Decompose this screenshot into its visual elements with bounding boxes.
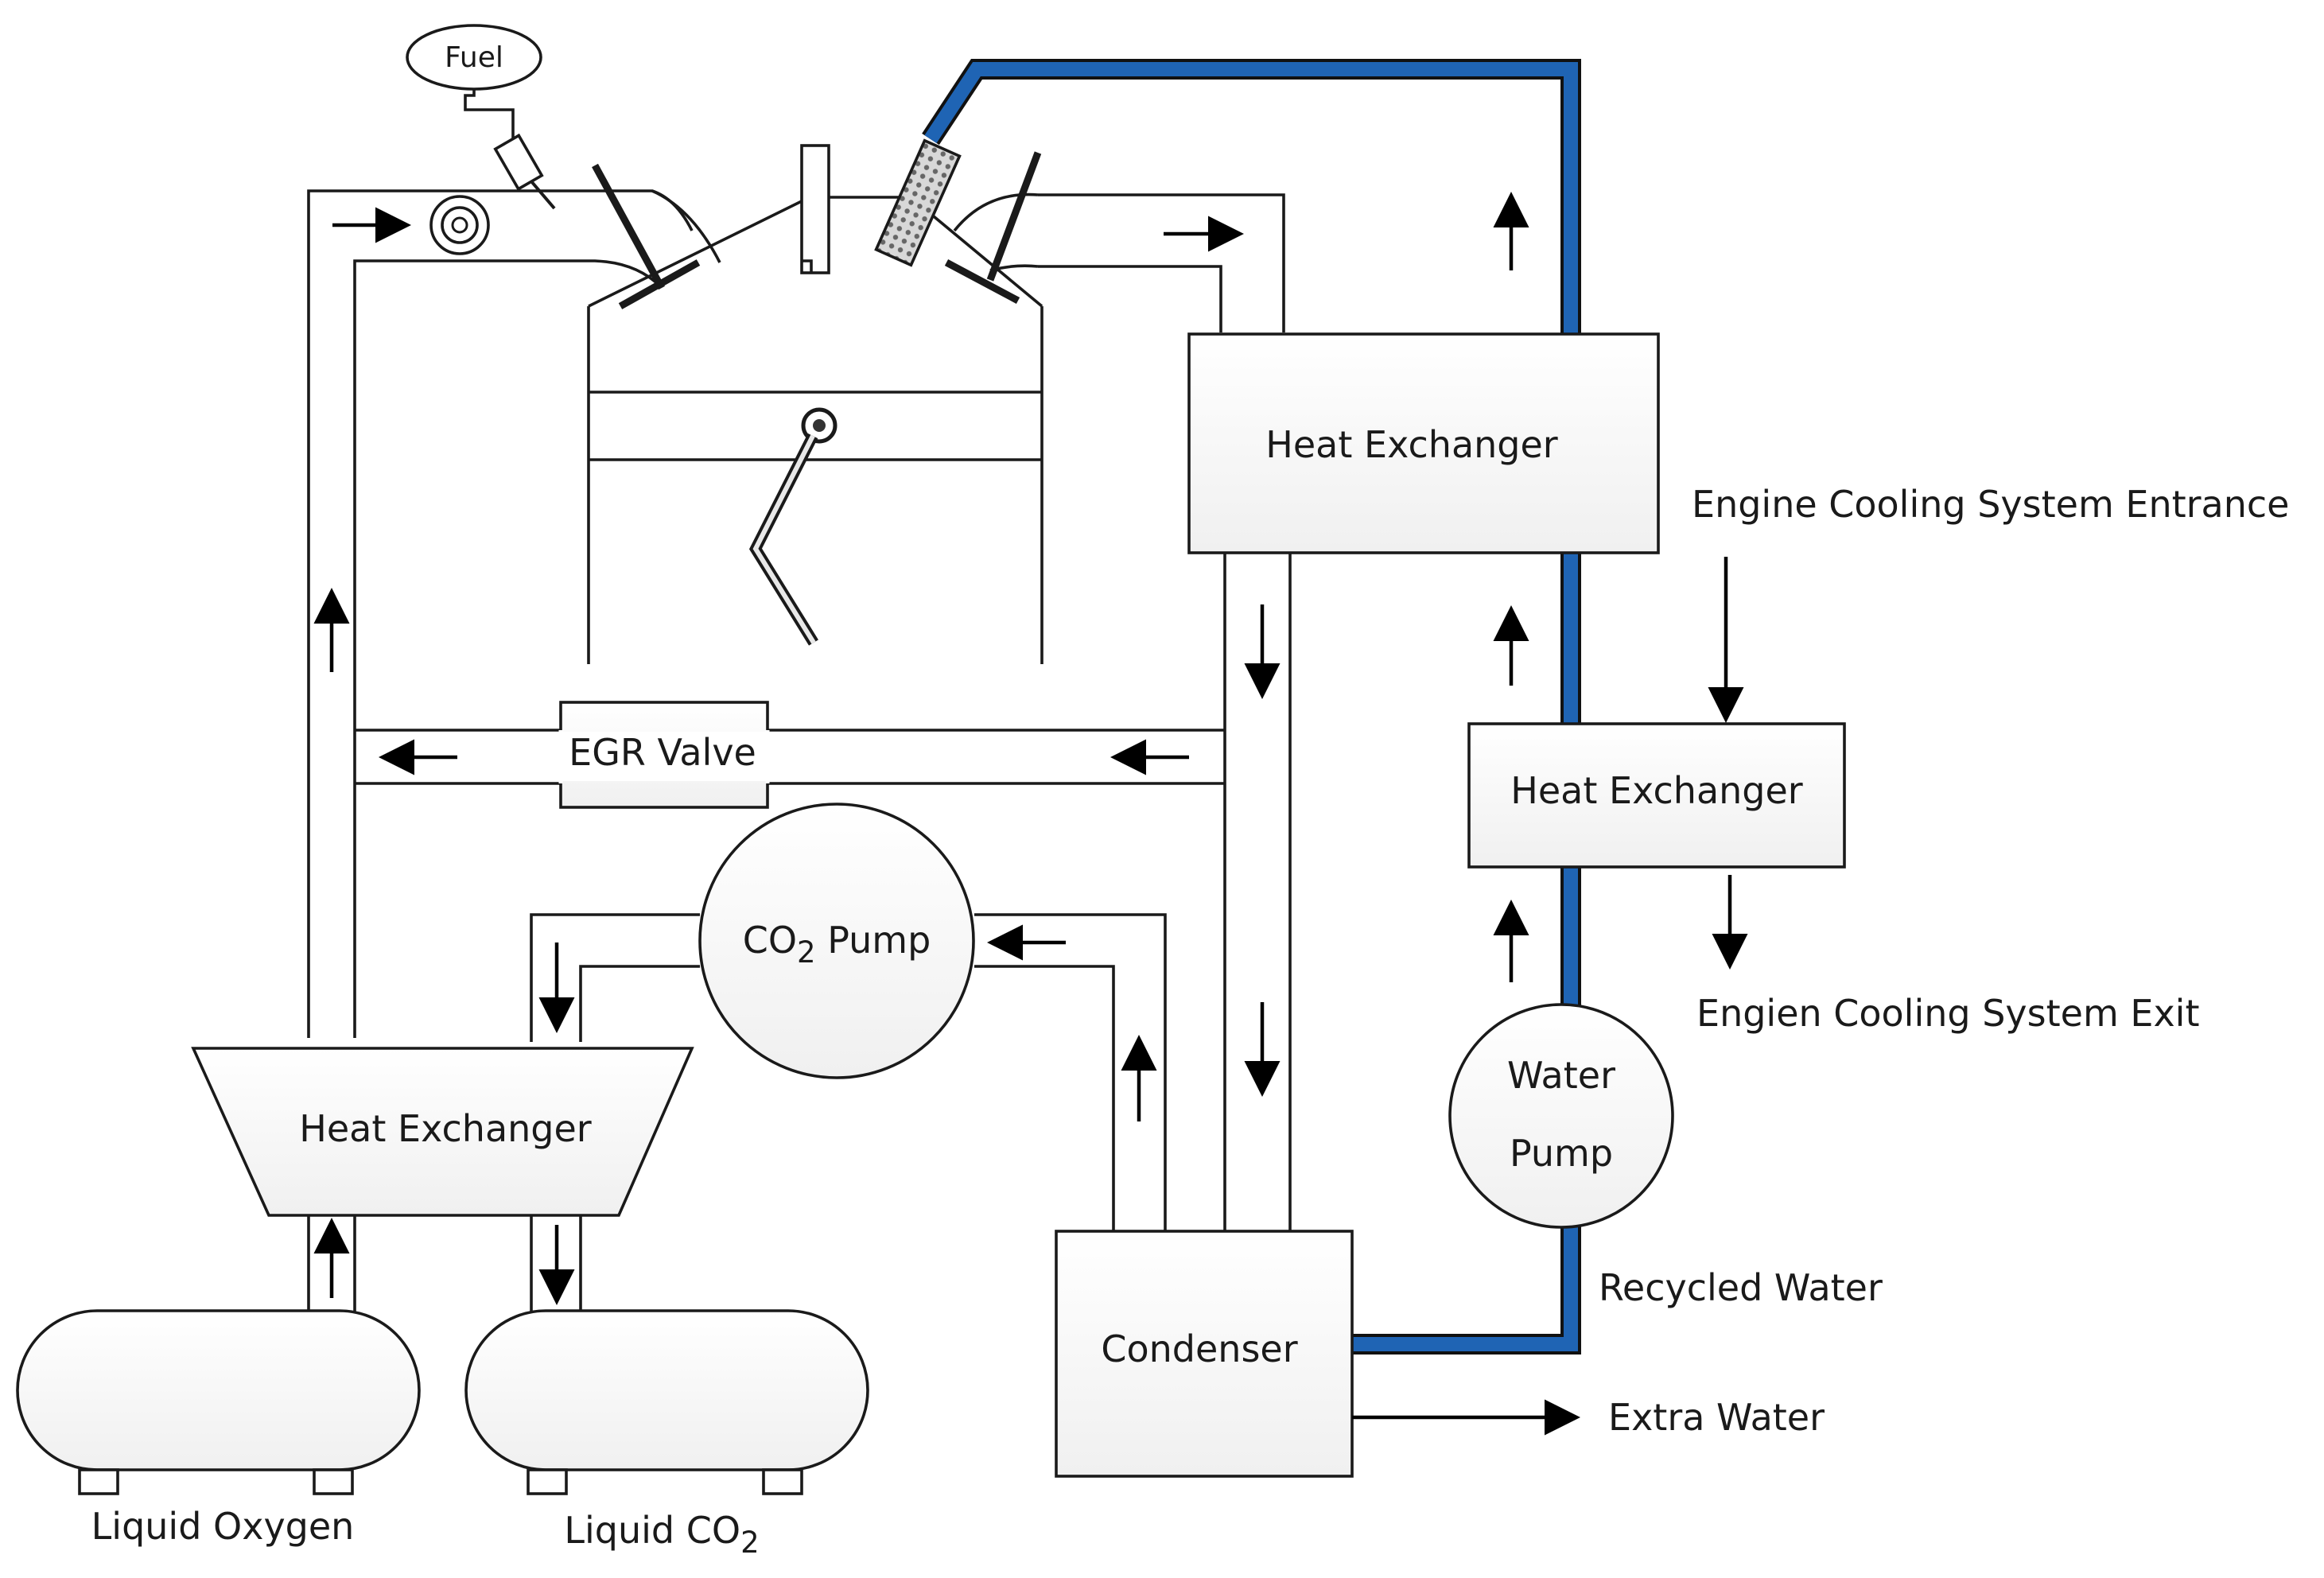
intake-valve-stem xyxy=(592,163,665,290)
fuel-injector-dotted xyxy=(874,138,962,267)
spark-plug xyxy=(800,144,830,274)
water-pump-label-2: Pump xyxy=(1510,1132,1613,1175)
egr-valve: EGR Valve xyxy=(558,701,770,809)
extra-water-label: Extra Water xyxy=(1608,1396,1825,1439)
fuel-label: Fuel xyxy=(445,41,503,74)
water-pump-label-1: Water xyxy=(1507,1054,1615,1097)
liquid-co2-tank: Liquid CO2 xyxy=(464,1309,869,1560)
engine-cooling-entrance-label: Engine Cooling System Entrance xyxy=(1692,483,2289,526)
exhaust-pipe xyxy=(953,192,1285,332)
condenser-label: Condenser xyxy=(1101,1327,1297,1370)
heat-exchanger-mid: Heat Exchanger xyxy=(1467,722,1846,869)
recycled-water-label: Recycled Water xyxy=(1599,1266,1883,1309)
co2-pipe xyxy=(530,913,1167,1231)
water-pump: Water Pump xyxy=(1448,1003,1674,1229)
co2-pump-label: CO2 Pump xyxy=(743,919,931,970)
heat-exchanger-bottom-label: Heat Exchanger xyxy=(299,1107,592,1150)
heat-exchanger-mid-label: Heat Exchanger xyxy=(1510,769,1803,812)
heat-exchanger-top-label: Heat Exchanger xyxy=(1265,423,1558,466)
engine xyxy=(587,138,1043,664)
liquid-oxygen-tank: Liquid Oxygen xyxy=(16,1309,421,1548)
water-loop xyxy=(922,59,1581,1355)
liquid-co2-label: Liquid CO2 xyxy=(564,1509,759,1560)
intake-valve-head xyxy=(618,259,701,309)
connecting-rod xyxy=(748,433,818,646)
heat-exchanger-bottom: Heat Exchanger xyxy=(191,1047,694,1217)
co2-pump: CO2 Pump xyxy=(698,803,975,1079)
hx-to-condenser-pipe xyxy=(1223,553,1292,1231)
fuel-injector: Fuel xyxy=(406,24,556,210)
engine-cooling-exit-label: Engien Cooling System Exit xyxy=(1696,992,2199,1035)
egr-pipe xyxy=(355,729,1225,785)
egr-valve-label: EGR Valve xyxy=(569,731,756,774)
condenser: Condenser xyxy=(1055,1230,1354,1478)
intake-pipe xyxy=(307,189,721,1038)
exhaust-valve-stem xyxy=(986,151,1042,282)
throttle xyxy=(429,195,490,255)
flow-arrows xyxy=(313,192,1748,1436)
heat-exchanger-top: Heat Exchanger xyxy=(1187,332,1660,554)
liquid-oxygen-label: Liquid Oxygen xyxy=(91,1505,355,1548)
exhaust-valve-head xyxy=(944,259,1020,304)
tank-pipes xyxy=(307,1215,582,1312)
